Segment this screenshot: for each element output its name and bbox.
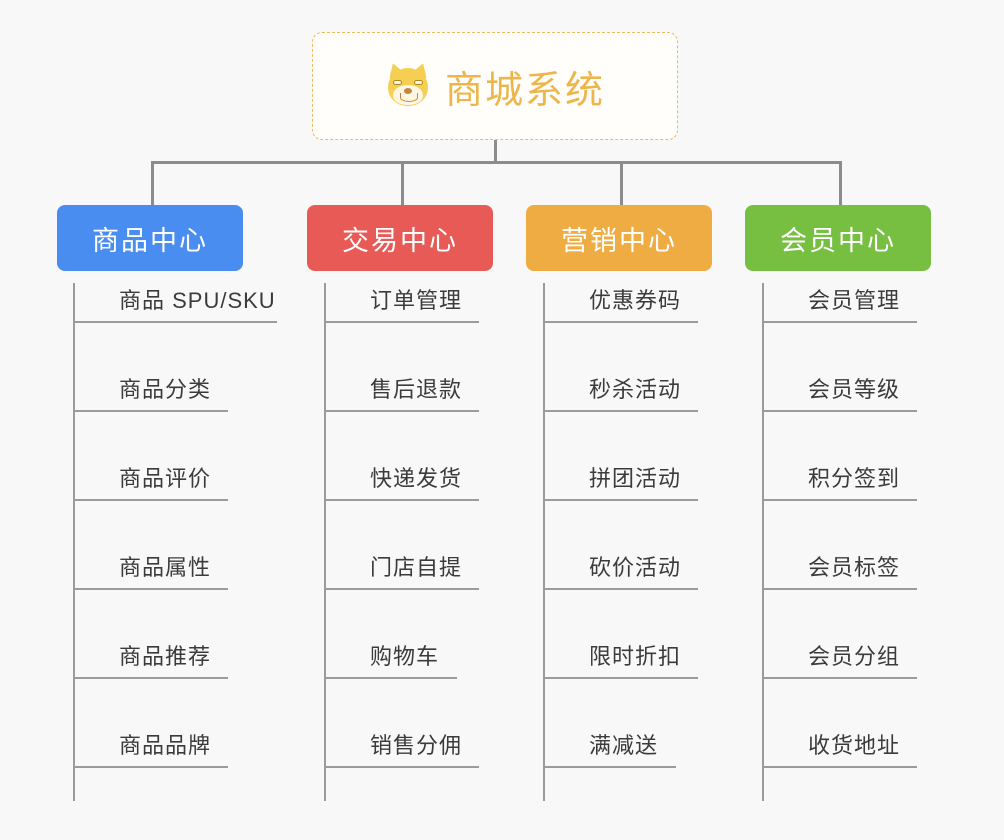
list-item[interactable]: 收货地址 — [762, 728, 917, 768]
shiba-dog-face-icon — [385, 60, 431, 109]
leaf-label: 商品推荐 — [119, 644, 212, 669]
leaf-underline — [324, 499, 479, 501]
list-item[interactable]: 积分签到 — [762, 461, 917, 501]
leaf-label: 快递发货 — [370, 466, 463, 491]
leaf-underline — [543, 410, 698, 412]
connector-drop-member-center — [839, 161, 842, 207]
leaf-underline — [762, 321, 917, 323]
category-card-product-center[interactable]: 商品中心 — [57, 205, 243, 271]
leaf-underline — [543, 499, 698, 501]
leaf-underline — [543, 766, 676, 768]
leaf-underline — [324, 588, 479, 590]
list-item[interactable]: 会员等级 — [762, 372, 917, 412]
leaf-label: 门店自提 — [370, 555, 463, 580]
list-item[interactable]: 订单管理 — [324, 283, 479, 323]
list-item[interactable]: 销售分佣 — [324, 728, 479, 768]
leaf-underline — [73, 499, 228, 501]
leaf-underline — [73, 766, 228, 768]
leaf-underline — [762, 410, 917, 412]
leaf-underline — [73, 321, 277, 323]
leaf-label: 商品品牌 — [119, 733, 212, 758]
list-item[interactable]: 秒杀活动 — [543, 372, 698, 412]
list-item[interactable]: 商品推荐 — [73, 639, 228, 679]
leaf-underline — [324, 321, 479, 323]
list-item[interactable]: 门店自提 — [324, 550, 479, 590]
list-item[interactable]: 商品评价 — [73, 461, 228, 501]
leaf-underline — [324, 766, 479, 768]
list-item[interactable]: 满减送 — [543, 728, 676, 768]
leaf-trunk-line — [762, 283, 764, 801]
list-item[interactable]: 快递发货 — [324, 461, 479, 501]
leaf-label: 收货地址 — [808, 733, 901, 758]
leaf-label: 砍价活动 — [589, 555, 682, 580]
list-item[interactable]: 会员分组 — [762, 639, 917, 679]
leaf-underline — [543, 588, 698, 590]
leaf-label: 限时折扣 — [589, 644, 682, 669]
leaf-label: 商品 SPU/SKU — [119, 288, 276, 313]
list-item[interactable]: 购物车 — [324, 639, 457, 679]
leaf-label: 积分签到 — [808, 466, 901, 491]
leaf-trunk-line — [543, 283, 545, 801]
category-label: 商品中心 — [92, 225, 208, 256]
category-card-member-center[interactable]: 会员中心 — [745, 205, 931, 271]
list-item[interactable]: 砍价活动 — [543, 550, 698, 590]
category-label: 交易中心 — [342, 225, 458, 256]
list-item[interactable]: 商品分类 — [73, 372, 228, 412]
leaf-underline — [543, 321, 698, 323]
list-item[interactable]: 拼团活动 — [543, 461, 698, 501]
leaf-trunk-line — [324, 283, 326, 801]
connector-drop-product-center — [151, 161, 154, 207]
list-item[interactable]: 限时折扣 — [543, 639, 698, 679]
category-label: 会员中心 — [780, 225, 896, 256]
list-item[interactable]: 会员标签 — [762, 550, 917, 590]
connector-drop-marketing-center — [620, 161, 623, 207]
leaf-label: 拼团活动 — [589, 466, 682, 491]
leaf-label: 会员标签 — [808, 555, 901, 580]
category-label: 营销中心 — [561, 225, 677, 256]
leaf-label: 会员等级 — [808, 377, 901, 402]
leaf-trunk-line — [73, 283, 75, 801]
leaf-label: 会员管理 — [808, 288, 901, 313]
list-item[interactable]: 商品品牌 — [73, 728, 228, 768]
leaf-label: 订单管理 — [370, 288, 463, 313]
leaf-label: 满减送 — [589, 733, 659, 758]
leaf-underline — [324, 677, 457, 679]
root-title: 商城系统 — [444, 69, 605, 112]
leaf-label: 秒杀活动 — [589, 377, 682, 402]
leaf-underline — [762, 499, 917, 501]
leaf-label: 购物车 — [370, 644, 440, 669]
leaf-underline — [73, 410, 228, 412]
leaf-label: 优惠券码 — [589, 288, 682, 313]
category-card-marketing-center[interactable]: 营销中心 — [526, 205, 712, 271]
category-card-trade-center[interactable]: 交易中心 — [307, 205, 493, 271]
list-item[interactable]: 商品 SPU/SKU — [73, 283, 277, 323]
connector-root-stem — [494, 140, 497, 163]
leaf-underline — [543, 677, 698, 679]
leaf-label: 会员分组 — [808, 644, 901, 669]
leaf-label: 销售分佣 — [370, 733, 463, 758]
connector-horizontal-bus — [151, 161, 841, 164]
list-item[interactable]: 售后退款 — [324, 372, 479, 412]
leaf-label: 售后退款 — [370, 377, 463, 402]
list-item[interactable]: 会员管理 — [762, 283, 917, 323]
leaf-label: 商品评价 — [119, 466, 212, 491]
leaf-underline — [73, 588, 228, 590]
leaf-underline — [762, 766, 917, 768]
leaf-label: 商品属性 — [119, 555, 212, 580]
leaf-underline — [73, 677, 228, 679]
root-node-mall-system[interactable]: 商城系统 — [312, 32, 678, 140]
leaf-underline — [324, 410, 479, 412]
leaf-label: 商品分类 — [119, 377, 212, 402]
connector-drop-trade-center — [401, 161, 404, 207]
leaf-underline — [762, 677, 917, 679]
list-item[interactable]: 优惠券码 — [543, 283, 698, 323]
leaf-underline — [762, 588, 917, 590]
list-item[interactable]: 商品属性 — [73, 550, 228, 590]
